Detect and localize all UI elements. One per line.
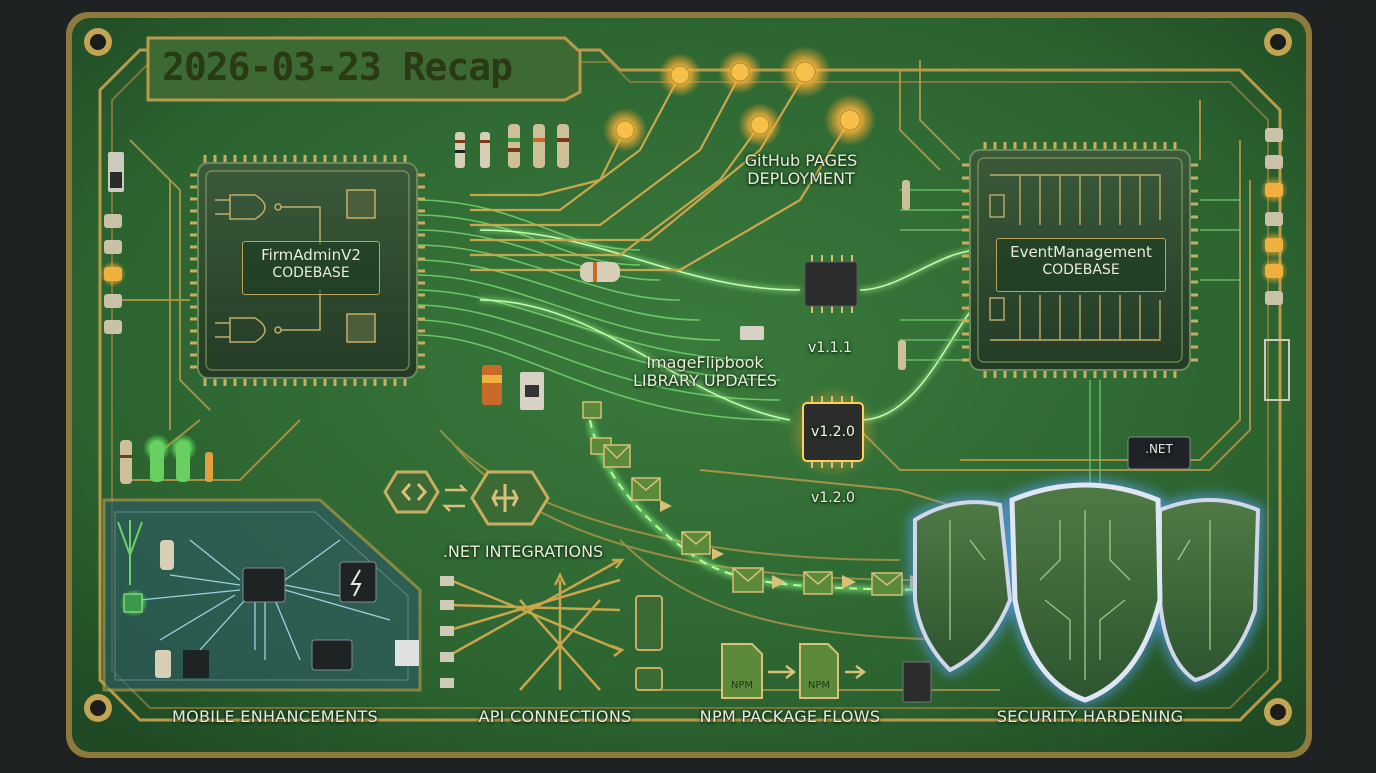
misc-components (482, 180, 1290, 703)
npm-doc-1-label: NPM (730, 680, 754, 691)
eventmanagement-chip-label: EventManagement CODEBASE (996, 238, 1166, 292)
github-pages-line1: GitHub PAGES (744, 151, 858, 170)
page-title: 2026-03-23 Recap (162, 45, 513, 89)
right-led-column (1260, 128, 1288, 305)
imageflipbook-line1: ImageFlipbook (646, 353, 764, 372)
firmadmin-name: FirmAdminV2 (261, 246, 361, 264)
title-plate (146, 36, 582, 102)
security-hardening-label: SECURITY HARDENING (996, 707, 1184, 726)
imageflipbook-line2: LIBRARY UPDATES (632, 371, 778, 391)
security-shields (911, 481, 1263, 705)
api-connections-label: API CONNECTIONS (478, 707, 632, 726)
api-connector-pins (440, 576, 663, 691)
left-components (100, 152, 213, 484)
npm-package-flows-label: NPM PACKAGE FLOWS (699, 707, 881, 726)
version-v111: v1.1.1 (808, 340, 852, 356)
github-pages-line2: DEPLOYMENT (747, 169, 855, 189)
firmadmin-chip-label: FirmAdminV2 CODEBASE (242, 241, 380, 295)
message-envelopes (582, 401, 981, 596)
firmadmin-codebase: CODEBASE (272, 265, 350, 281)
dotnet-chip-label: .NET (1145, 442, 1173, 456)
dotnet-icons (383, 470, 550, 526)
eventmanagement-name: EventManagement (1010, 243, 1152, 261)
net-integrations-label: .NET INTEGRATIONS (442, 542, 604, 561)
outer-trace (98, 48, 1282, 722)
version-v120-label: v1.2.0 (811, 490, 855, 506)
mobile-enhancements-label: MOBILE ENHANCEMENTS (171, 707, 379, 726)
version-v120-chip: v1.2.0 (811, 424, 855, 440)
github-pages-label: GitHub PAGES DEPLOYMENT (726, 151, 876, 189)
mounting-holes (84, 28, 1292, 726)
imageflipbook-label: ImageFlipbook LIBRARY UPDATES (615, 353, 795, 391)
npm-package-docs (721, 643, 867, 699)
chip-v111 (804, 255, 858, 313)
eventmanagement-codebase: CODEBASE (1042, 262, 1120, 278)
api-connection-arrows (449, 558, 625, 691)
resistors-top (455, 124, 569, 168)
chip-v120 (787, 386, 879, 478)
top-led-cluster (603, 46, 876, 152)
npm-doc-2-label: NPM (807, 680, 831, 691)
mobile-board-section (102, 498, 422, 692)
